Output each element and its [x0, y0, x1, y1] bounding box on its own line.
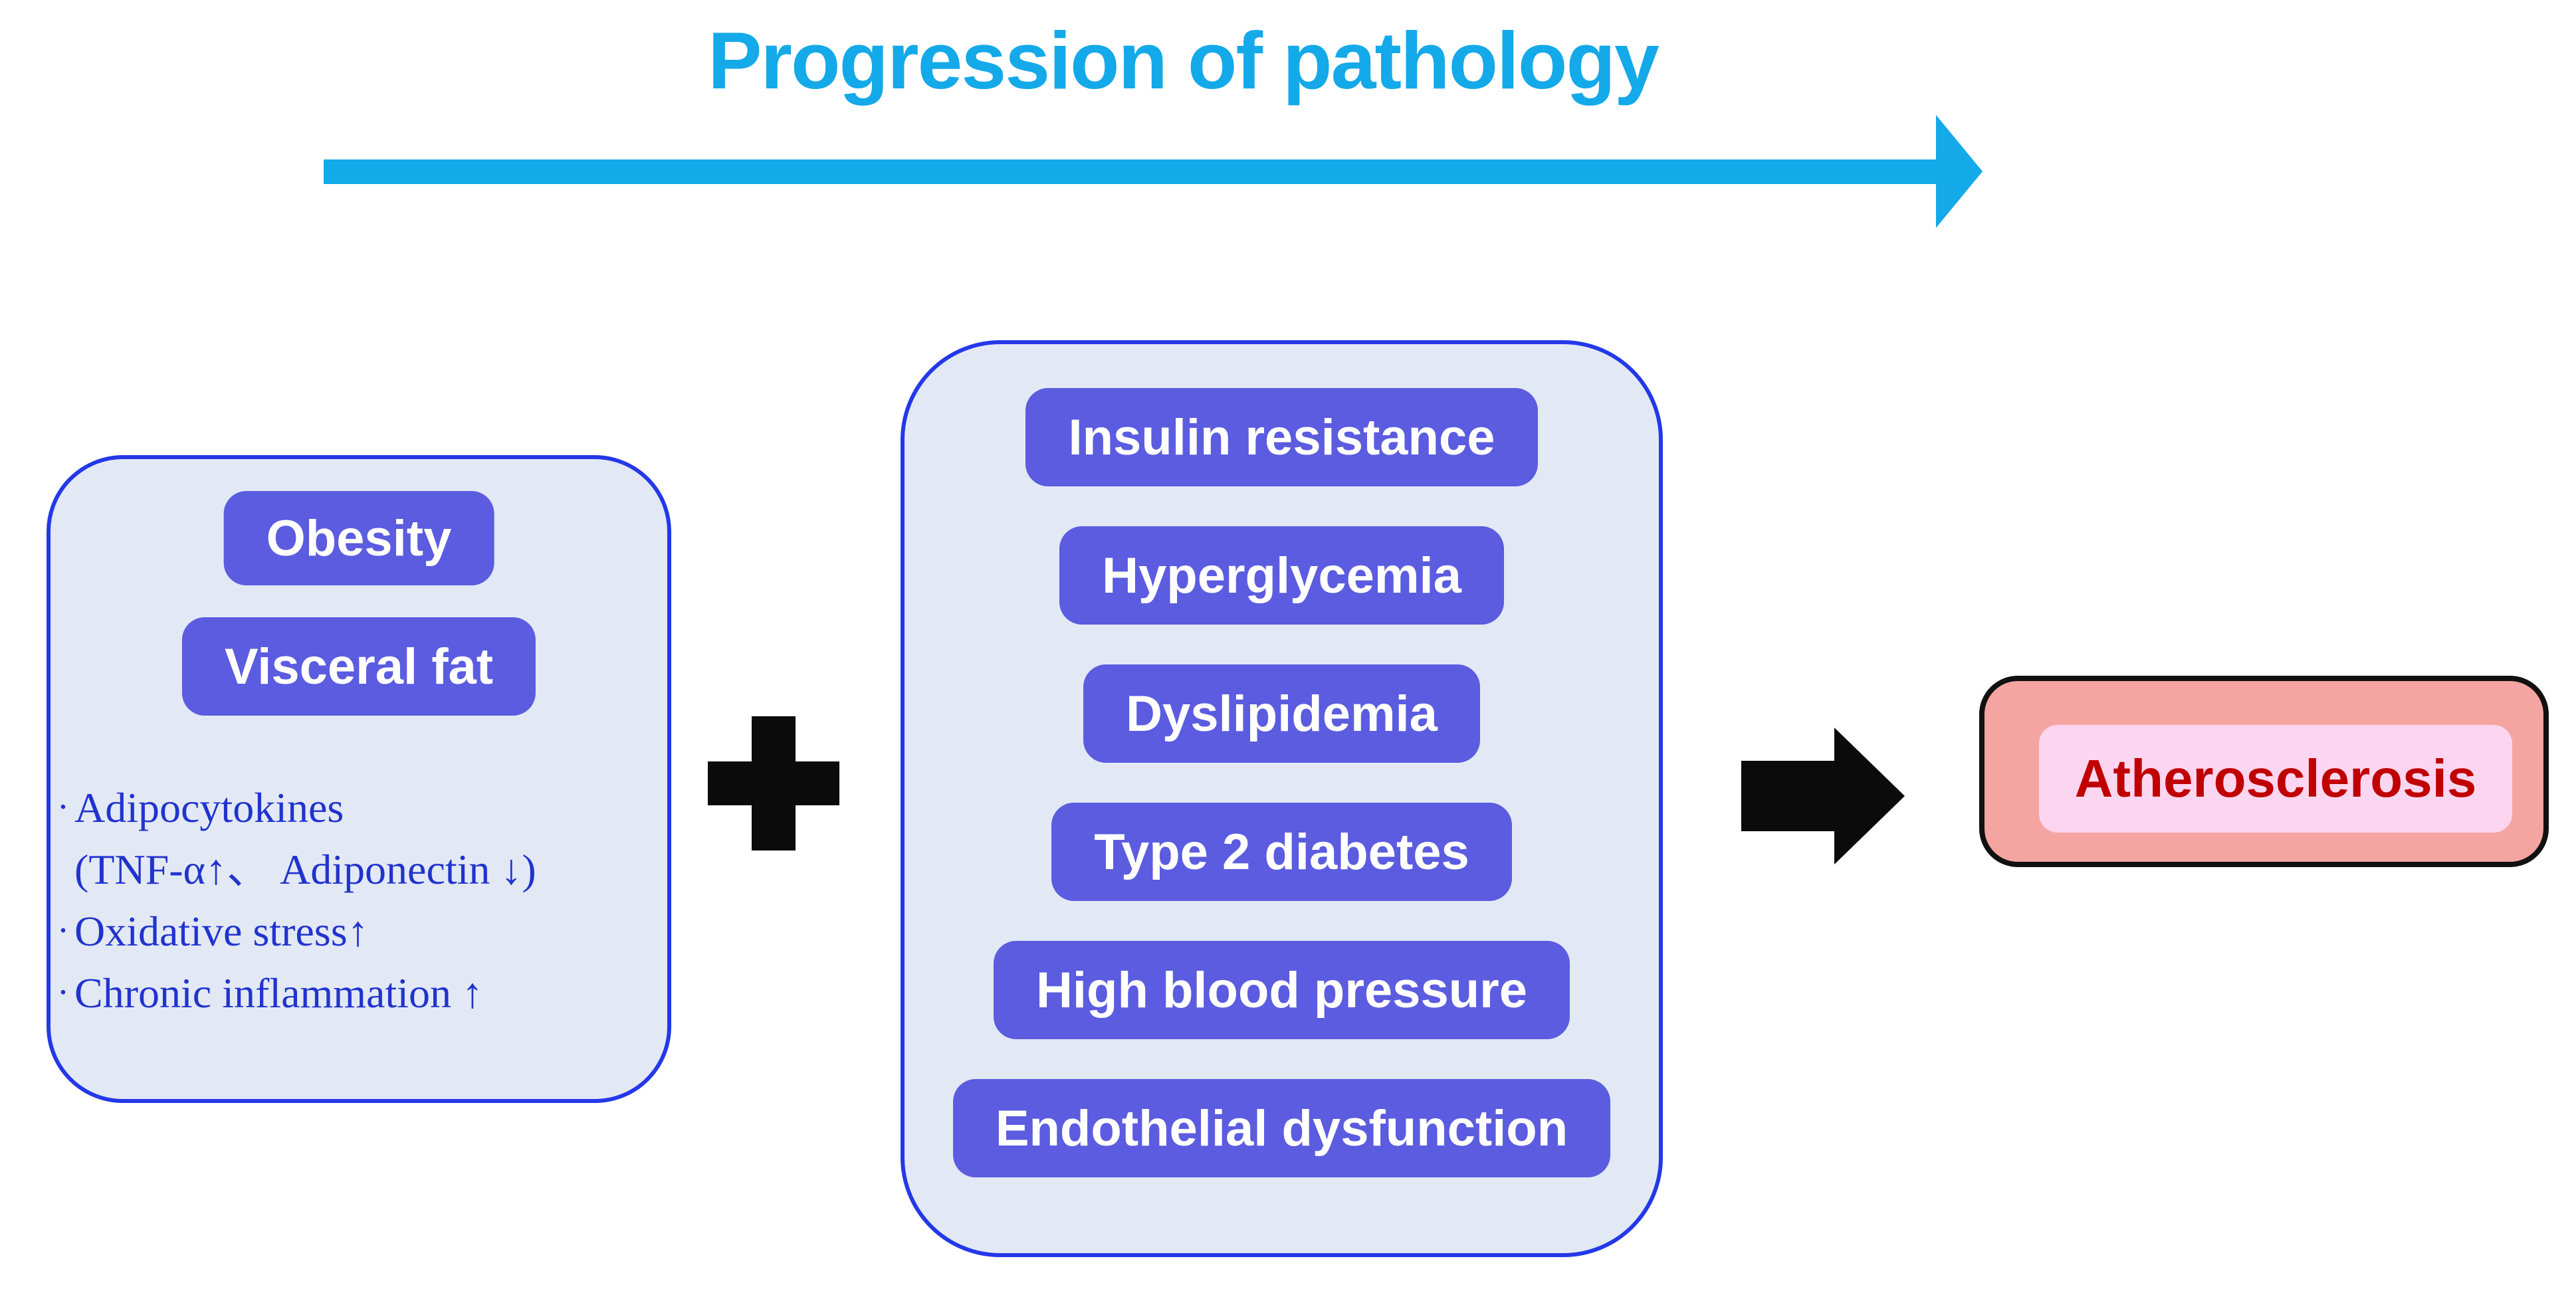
chip-label: Type 2 diabetes [1094, 823, 1469, 880]
bullet-marker: · [56, 787, 70, 828]
high-blood-pressure-chip: High blood pressure [994, 941, 1570, 1039]
bullet-text: Adipocytokines [74, 784, 344, 831]
obesity-chip-label: Obesity [266, 510, 452, 567]
bullet-marker [52, 839, 74, 900]
risk-factors-box: Insulin resistance Hyperglycemia Dyslipi… [901, 340, 1663, 1257]
bullet-text: (TNF-α↑、 Adiponectin ↓) [74, 846, 536, 893]
bullet-text: Chronic inflammation ↑ [74, 969, 483, 1017]
chip-label: Dyslipidemia [1126, 685, 1438, 742]
chip-label: Hyperglycemia [1102, 547, 1461, 604]
dyslipidemia-chip: Dyslipidemia [1083, 664, 1480, 763]
obesity-chip: Obesity [223, 491, 494, 585]
endothelial-dysfunction-chip: Endothelial dysfunction [952, 1079, 1611, 1177]
outcome-label: Atherosclerosis [2074, 749, 2477, 808]
page-title: Progression of pathology [708, 15, 1660, 106]
visceral-fat-chip: Visceral fat [181, 617, 536, 716]
bullet-item: · Oxidative stress↑ [52, 900, 657, 962]
insulin-resistance-chip: Insulin resistance [1025, 388, 1538, 486]
chip-label: Insulin resistance [1068, 409, 1495, 466]
bullet-item: · Chronic inflammation ↑ [52, 962, 657, 1024]
plus-icon [708, 716, 839, 850]
flow-arrow-right-icon [1741, 728, 1905, 864]
outcome-inner-box: Atherosclerosis [2039, 725, 2512, 833]
bullet-text: Oxidative stress↑ [74, 908, 369, 955]
chip-label: Endothelial dysfunction [995, 1100, 1568, 1157]
chip-label: High blood pressure [1036, 961, 1527, 1019]
bullet-item: · Adipocytokines [52, 777, 657, 839]
type-2-diabetes-chip: Type 2 diabetes [1051, 803, 1512, 901]
plus-icon-horizontal-bar [708, 761, 839, 805]
precursors-box: Obesity Visceral fat · Adipocytokines (T… [47, 455, 671, 1103]
progression-arrow-right-icon [324, 115, 1983, 228]
bullet-list: · Adipocytokines (TNF-α↑、 Adiponectin ↓)… [52, 777, 657, 1024]
bullet-item: (TNF-α↑、 Adiponectin ↓) [52, 839, 657, 900]
bullet-marker: · [56, 910, 70, 951]
visceral-fat-chip-label: Visceral fat [224, 638, 494, 695]
bullet-marker: · [56, 972, 70, 1013]
outcome-box: Atherosclerosis [1979, 676, 2549, 867]
hyperglycemia-chip: Hyperglycemia [1059, 526, 1504, 625]
